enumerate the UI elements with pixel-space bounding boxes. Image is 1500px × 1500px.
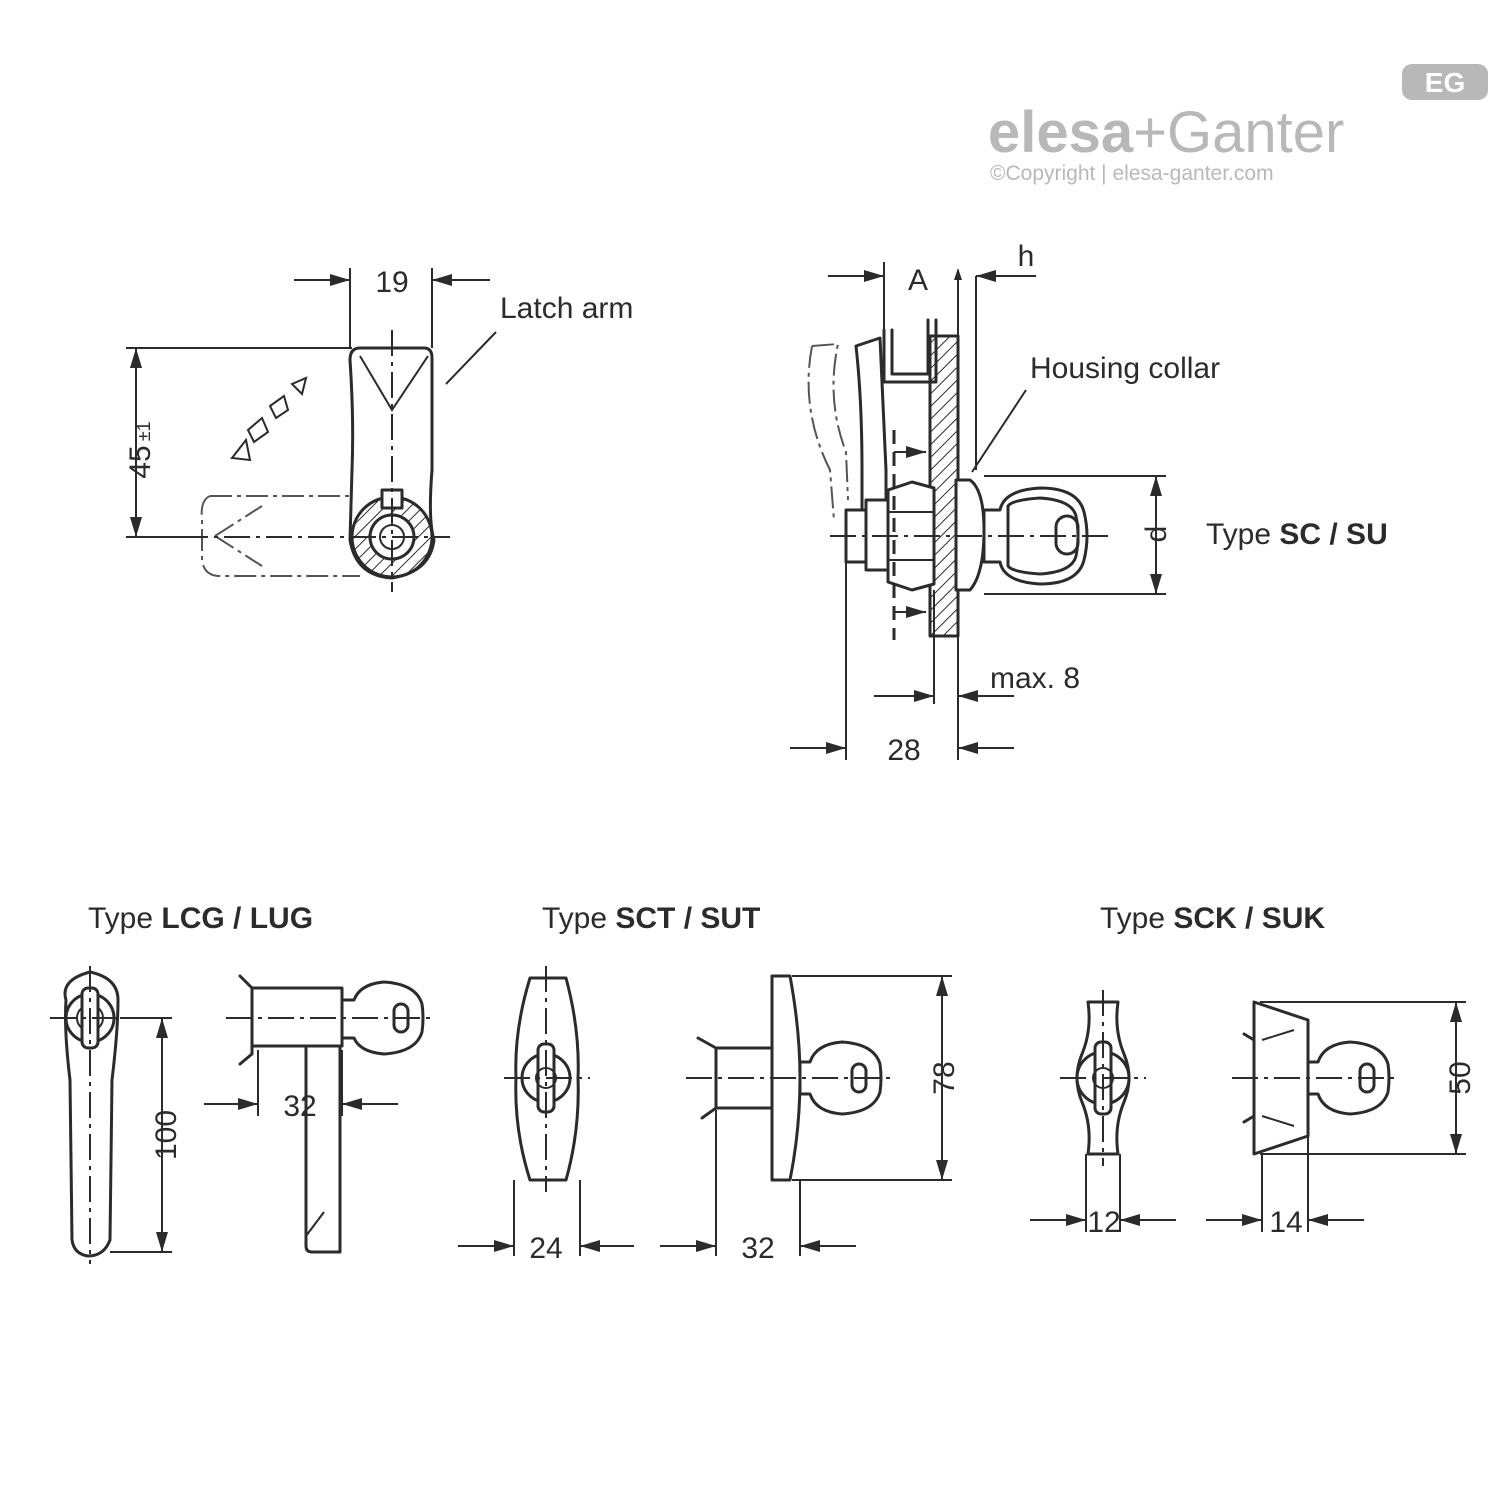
brand-logo: EG elesa+Ganter ©Copyright | elesa-gante… — [988, 64, 1488, 185]
type-label-sct-sut: Type SCT / SUT — [542, 902, 760, 935]
latch-arm-label: Latch arm — [500, 292, 633, 325]
brand-badge — [1402, 64, 1488, 100]
section-u-bracket-inner — [890, 318, 930, 376]
latch-arm-ghost-marks — [214, 505, 263, 567]
dim-label-a: A — [908, 264, 928, 297]
latch-arm-facet — [359, 355, 429, 412]
type-label-sc-su: Type SC / SU — [1206, 518, 1388, 551]
housing-collar-leader — [971, 389, 1027, 473]
dim-lcg-100: 100 — [150, 1110, 183, 1160]
type-sck-suk-view: Type SCK / SUK 12 14 — [1030, 902, 1477, 1239]
dim-lcg-32: 32 — [283, 1090, 316, 1123]
dim-sct-32: 32 — [741, 1232, 774, 1265]
lcg-side-thread — [238, 974, 254, 1066]
dim-max-8: max. 8 — [990, 662, 1080, 695]
brand-badge-text: EG — [1425, 67, 1465, 98]
dim-sck-14: 14 — [1269, 1206, 1302, 1239]
dim-sck-12: 12 — [1087, 1206, 1120, 1239]
section-view: A h Housing collar d Type SC / SU max. 8 — [790, 240, 1388, 767]
latch-arm-leader — [445, 331, 497, 385]
type-label-lcg-lug: Type LCG / LUG — [88, 902, 313, 935]
dim-label-h: h — [1018, 240, 1035, 273]
housing-collar-label: Housing collar — [1030, 352, 1220, 385]
copyright-note: ©Copyright | elesa-ganter.com — [990, 162, 1274, 185]
dim-height-latch: 45±1 — [124, 421, 157, 478]
brand-name: elesa+Ganter — [988, 100, 1344, 165]
lcg-key-icon — [340, 980, 425, 1056]
dim-sct-24: 24 — [529, 1232, 562, 1265]
section-hex-nut — [886, 480, 936, 592]
section-arm-ghost — [807, 342, 849, 521]
key-icon — [982, 486, 1089, 586]
dim-sct-78: 78 — [928, 1061, 961, 1094]
section-panel — [928, 334, 960, 638]
rotation-arrows-icon — [230, 376, 308, 462]
type-label-sck-suk: Type SCK / SUK — [1100, 902, 1325, 935]
type-lcg-lug-view: Type LCG / LUG 100 32 — [50, 902, 434, 1264]
dim-width-latch: 19 — [375, 266, 408, 299]
svg-text:45±1: 45±1 — [124, 421, 157, 478]
sct-key-icon — [798, 1040, 883, 1116]
dim-sck-50: 50 — [1444, 1061, 1477, 1094]
lcg-side-lever — [304, 1044, 342, 1254]
type-sct-sut-view: Type SCT / SUT 24 32 — [458, 902, 961, 1265]
dim-28: 28 — [887, 734, 920, 767]
latch-arm-view: 19 45±1 Latch arm — [124, 266, 633, 592]
latch-arm-ghost — [200, 495, 360, 577]
dim-label-d: d — [1140, 526, 1173, 543]
